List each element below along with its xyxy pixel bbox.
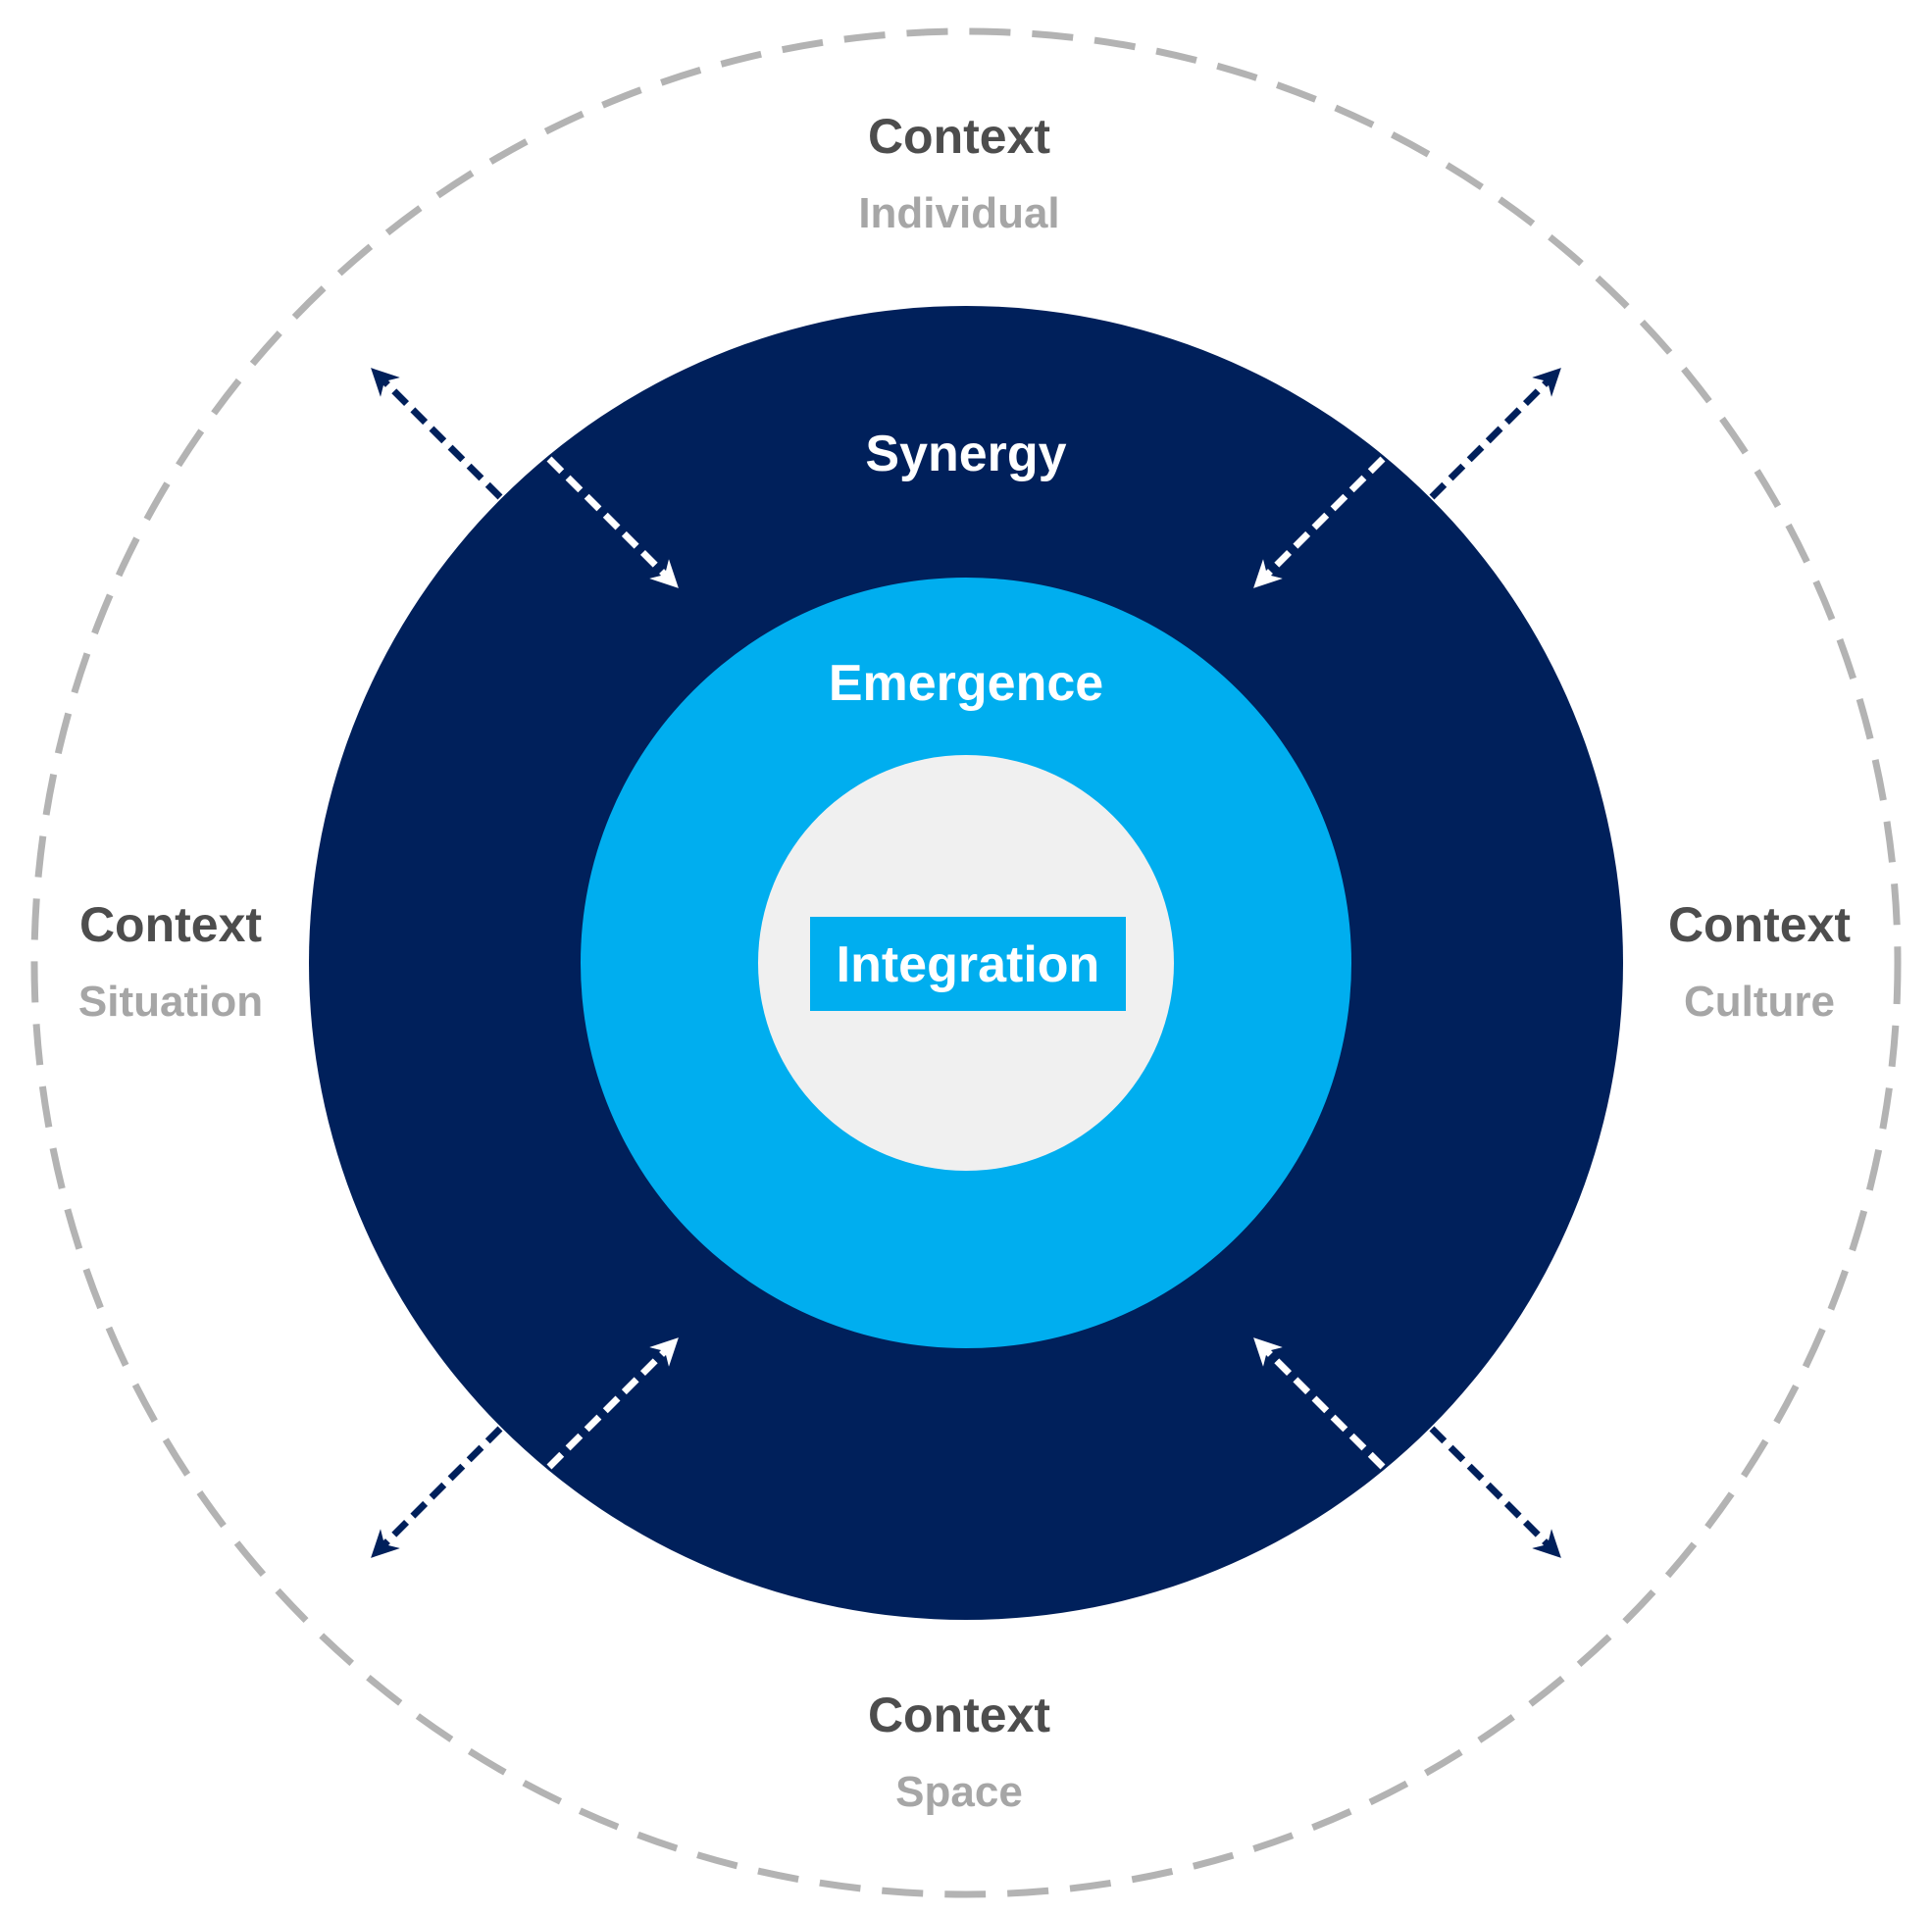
context-left-title: Context bbox=[79, 897, 262, 952]
arrow-top-left bbox=[371, 368, 679, 588]
context-top-title: Context bbox=[868, 109, 1050, 164]
context-boundary-dashed-circle bbox=[30, 27, 1902, 1898]
arrow-top-right bbox=[1253, 368, 1561, 588]
arrow-bottom-right-inner-segment bbox=[1253, 1337, 1386, 1470]
context-bottom-sub: Space bbox=[895, 1768, 1023, 1816]
arrow-top-right-outer-segment bbox=[1429, 368, 1561, 500]
arrow-top-right-inner-segment bbox=[1253, 456, 1386, 588]
arrow-top-left-inner-segment bbox=[546, 456, 679, 588]
arrow-bottom-right bbox=[1253, 1337, 1561, 1558]
context-right-sub: Culture bbox=[1684, 978, 1835, 1026]
emergence-label: Emergence bbox=[829, 655, 1103, 712]
context-top-sub: Individual bbox=[858, 189, 1059, 237]
arrow-bottom-left-outer-segment bbox=[371, 1426, 503, 1558]
arrow-top-left-outer-segment bbox=[371, 368, 503, 500]
synergy-label: Synergy bbox=[865, 426, 1066, 482]
context-right-title: Context bbox=[1668, 897, 1851, 952]
context-left-sub: Situation bbox=[78, 978, 263, 1026]
integration-badge bbox=[810, 917, 1126, 1011]
context-bottom-title: Context bbox=[868, 1688, 1050, 1742]
integration-label: Integration bbox=[837, 936, 1100, 993]
arrow-bottom-left bbox=[371, 1337, 679, 1558]
arrow-bottom-right-outer-segment bbox=[1429, 1426, 1561, 1558]
arrow-bottom-left-inner-segment bbox=[546, 1337, 679, 1470]
